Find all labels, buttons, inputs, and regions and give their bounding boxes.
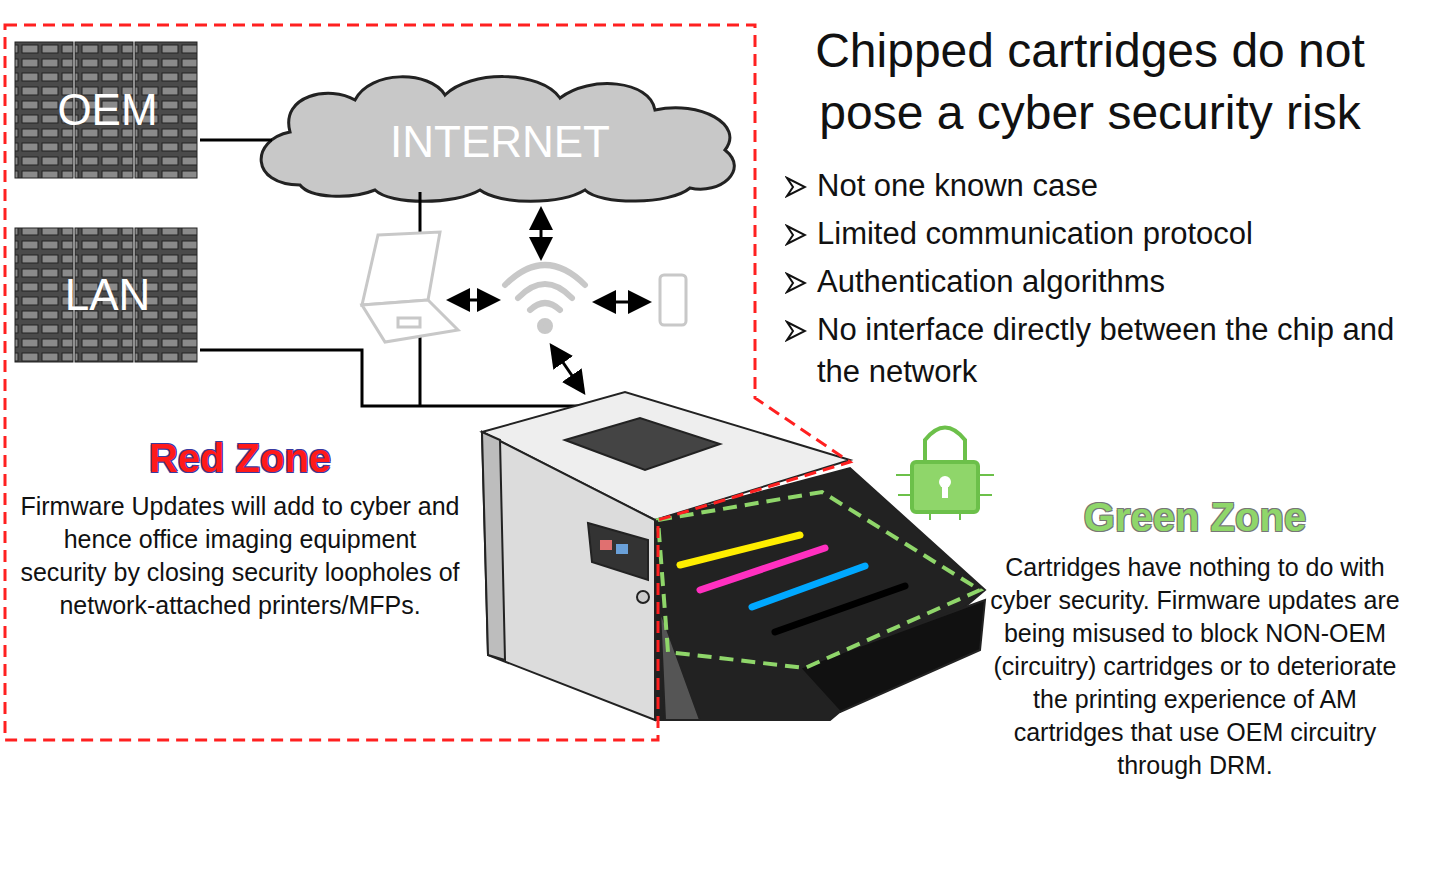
- bullet-item: Not one known case: [785, 165, 1425, 207]
- connector: [200, 138, 272, 141]
- double-arrow: [452, 212, 646, 390]
- zone-heading: Green Zone: [990, 495, 1400, 540]
- lan-server: LAN: [15, 228, 200, 362]
- green-zone-outline: [658, 492, 980, 668]
- red-zone-region: Red ZoneFirmware Updates will add to cyb…: [0, 0, 860, 750]
- toner-cartridge: [680, 535, 905, 632]
- bullet-arrow: [785, 320, 807, 342]
- printer: [482, 392, 985, 720]
- lock-icon: [896, 428, 994, 521]
- zone-body: Firmware Updates will add to cyber and h…: [20, 490, 460, 622]
- bullet-text: Not one known case: [817, 168, 1098, 203]
- green-zone: Green ZoneCartridges have nothing to do …: [990, 495, 1400, 815]
- server-label: LAN: [15, 270, 200, 320]
- bullet-text: Limited communication protocol: [817, 216, 1253, 251]
- zone-heading: Red Zone: [20, 436, 460, 481]
- bullet-item: No interface directly between the chip a…: [785, 309, 1425, 393]
- internet-cloud: INTERNET: [262, 88, 738, 196]
- oem-server: OEM: [15, 42, 200, 178]
- bullet-list: Not one known caseLimited communication …: [785, 165, 1425, 399]
- bullet-text: Authentication algorithms: [817, 264, 1165, 299]
- cloud-label: INTERNET: [262, 117, 738, 167]
- bullet-arrow: [785, 272, 807, 294]
- laptop-icon: [362, 232, 458, 342]
- bullet-item: Authentication algorithms: [785, 261, 1425, 303]
- zone-body: Cartridges have nothing to do with cyber…: [990, 551, 1400, 782]
- bullet-arrow: [785, 176, 807, 198]
- phone-icon: [660, 275, 686, 325]
- server-label: OEM: [15, 85, 200, 135]
- bullet-arrow: [785, 224, 807, 246]
- bullet-item: Limited communication protocol: [785, 213, 1425, 255]
- wifi-icon: [505, 265, 585, 331]
- bullet-text: No interface directly between the chip a…: [817, 312, 1394, 389]
- network-wire: [200, 192, 640, 406]
- title: Chipped cartridges do not pose a cyber s…: [760, 20, 1420, 144]
